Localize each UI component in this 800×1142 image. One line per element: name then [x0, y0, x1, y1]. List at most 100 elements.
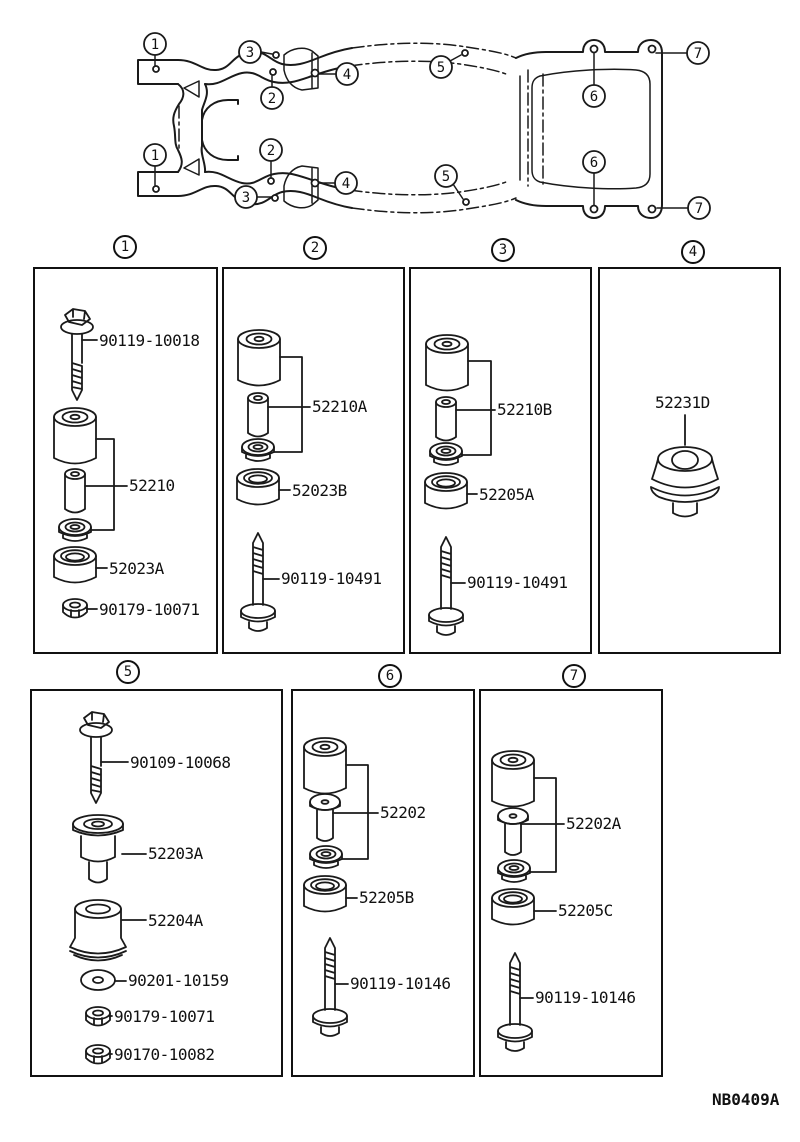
svg-text:7: 7 — [695, 201, 703, 217]
part-label: 90119-10491 — [281, 569, 381, 588]
frame-callout-7-bottom: 7 — [687, 196, 711, 220]
spacer-illustration — [497, 807, 529, 856]
spacer-illustration — [64, 468, 86, 514]
part-label: 52023A — [109, 559, 165, 578]
nut-illustration — [62, 598, 88, 619]
part-box-3: 52210B 52205A 90119-10491 — [409, 267, 592, 654]
svg-text:2: 2 — [267, 143, 275, 159]
ring-cushion-illustration — [424, 472, 468, 510]
frame-callout-5-bottom: 5 — [434, 164, 458, 188]
frame-callout-3-bottom: 3 — [234, 185, 258, 209]
bushing-illustration — [237, 329, 281, 387]
nut-illustration — [85, 1006, 111, 1027]
svg-text:1: 1 — [151, 148, 159, 164]
frame-callout-7-top: 7 — [686, 41, 710, 65]
box-number-5: 5 — [116, 660, 140, 684]
part-label: 90170-10082 — [114, 1045, 214, 1064]
bolt-illustration — [428, 536, 464, 636]
part-box-1: 90119-10018 52210 52023A 90179-10071 — [33, 267, 218, 654]
part-label: 52023B — [292, 481, 347, 500]
svg-text:5: 5 — [442, 169, 450, 185]
frame-callout-2-bottom: 2 — [259, 138, 283, 162]
part-label: 52202A — [566, 814, 622, 833]
part-label: 90119-10146 — [535, 988, 635, 1007]
washer-illustration — [80, 969, 116, 991]
bolt-illustration — [240, 532, 276, 632]
retainer-illustration — [241, 438, 275, 462]
part-label: 90179-10071 — [114, 1007, 214, 1026]
spacer-illustration — [247, 392, 269, 438]
bolt-illustration — [312, 937, 348, 1037]
svg-text:6: 6 — [590, 155, 598, 171]
part-label: 52205A — [479, 485, 535, 504]
part-label: 90119-10491 — [467, 573, 567, 592]
retainer-illustration — [58, 518, 92, 542]
frame-callout-1-bottom: 1 — [143, 143, 167, 167]
part-box-5: 90109-10068 52203A 52204A 90201-10159 90… — [30, 689, 283, 1077]
ring-cushion-illustration — [491, 888, 535, 926]
frame-diagram: 1 1 2 2 3 3 4 4 5 5 6 6 7 7 — [137, 32, 711, 220]
frame-callout-6-bottom: 6 — [582, 150, 606, 174]
part-label: 52210A — [312, 397, 368, 416]
svg-text:6: 6 — [590, 89, 598, 105]
bushing-illustration — [425, 334, 469, 392]
frame-callout-4-bottom: 4 — [334, 171, 358, 195]
frame-callout-6-top: 6 — [582, 84, 606, 108]
box-number-7: 7 — [562, 664, 586, 688]
cushion-lower-illustration — [69, 899, 127, 962]
part-box-2: 52210A 52023B 90119-10491 — [222, 267, 405, 654]
ring-cushion-illustration — [236, 468, 280, 506]
part-label: 90119-10018 — [99, 331, 199, 350]
box-number-1: 1 — [113, 235, 137, 259]
cushion-upper-illustration — [72, 814, 124, 884]
svg-text:1: 1 — [151, 37, 159, 53]
bushing-illustration — [53, 407, 97, 465]
svg-text:3: 3 — [242, 190, 250, 206]
part-label: 52202 — [380, 803, 426, 822]
part-label: 90119-10146 — [350, 974, 450, 993]
frame-callout-5-top: 5 — [429, 55, 453, 79]
spacer-illustration — [435, 396, 457, 442]
svg-text:2: 2 — [268, 91, 276, 107]
box-number-2: 2 — [303, 236, 327, 260]
bolt-illustration — [497, 952, 533, 1052]
part-label: 52231D — [655, 393, 710, 412]
retainer-illustration — [497, 859, 531, 883]
svg-text:5: 5 — [437, 60, 445, 76]
part-box-6: 52202 52205B 90119-10146 — [291, 689, 475, 1077]
bolt-illustration — [79, 711, 113, 804]
nut-illustration — [85, 1044, 111, 1065]
frame-callout-1-top: 1 — [143, 32, 167, 56]
part-box-7: 52202A 52205C 90119-10146 — [479, 689, 663, 1077]
retainer-illustration — [309, 845, 343, 869]
ring-cushion-illustration — [53, 546, 97, 584]
ring-cushion-illustration — [303, 875, 347, 913]
box-number-3: 3 — [491, 238, 515, 262]
part-label: 90109-10068 — [130, 753, 230, 772]
frame-callout-4-top: 4 — [335, 62, 359, 86]
part-box-4: 52231D — [598, 267, 781, 654]
frame-callout-2-top: 2 — [260, 86, 284, 110]
box-number-6: 6 — [378, 664, 402, 688]
part-label: 52205B — [359, 888, 414, 907]
spacer-illustration — [309, 793, 341, 842]
part-label: 90201-10159 — [128, 971, 228, 990]
svg-text:4: 4 — [343, 67, 351, 83]
svg-text:4: 4 — [342, 176, 350, 192]
frame-callout-3-top: 3 — [238, 40, 262, 64]
svg-text:7: 7 — [694, 46, 702, 62]
part-label: 52205C — [558, 901, 613, 920]
bushing-illustration — [303, 737, 347, 795]
retainer-illustration — [429, 442, 463, 466]
part-label: 52204A — [148, 911, 204, 930]
part-label: 52203A — [148, 844, 204, 863]
part-label: 90179-10071 — [99, 600, 199, 619]
bushing-illustration — [491, 750, 535, 808]
cushion-illustration — [650, 446, 720, 518]
part-label: 52210 — [129, 476, 175, 495]
bolt-illustration — [60, 308, 94, 401]
box-number-4: 4 — [681, 240, 705, 264]
svg-text:3: 3 — [246, 45, 254, 61]
part-label: 52210B — [497, 400, 552, 419]
